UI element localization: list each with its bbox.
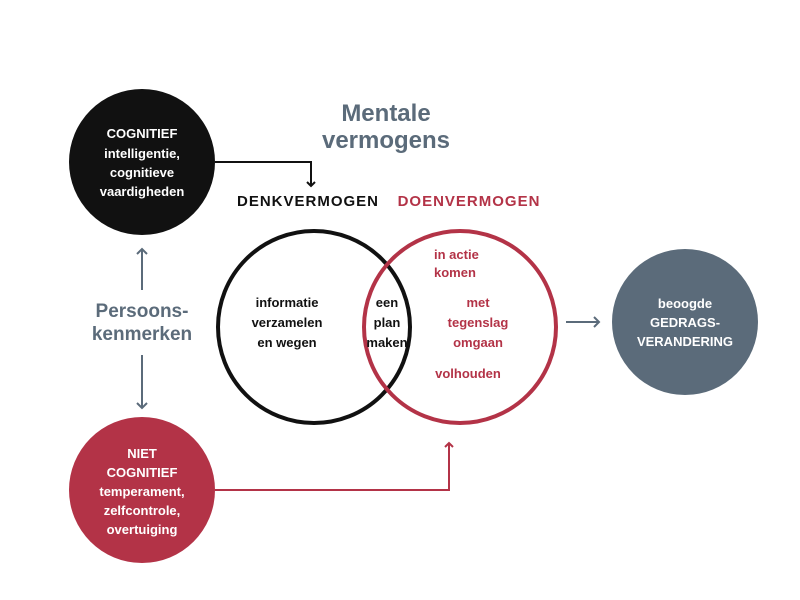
outcome-line3: VERANDERING	[637, 334, 733, 349]
cognitief-line1: intelligentie,	[104, 146, 180, 161]
overlap-line3: maken	[366, 335, 407, 350]
denkvermogen-heading: DENKVERMOGEN	[237, 193, 379, 210]
cognitief-circle	[69, 89, 215, 235]
persoonskenmerken-line1: Persoons-	[96, 301, 189, 322]
denkvermogen-circle	[216, 229, 412, 425]
niet-cognitief-line3: temperament,	[99, 484, 184, 499]
niet-cognitief-line5: overtuiging	[107, 522, 178, 537]
overlap-line1: een	[376, 295, 398, 310]
doenvermogen-item2-line1: met	[466, 295, 490, 310]
cognitief-line2: cognitieve	[110, 165, 174, 180]
outcome-line2: GEDRAGS-	[650, 315, 720, 330]
doenvermogen-heading: DOENVERMOGEN	[398, 193, 541, 210]
arrow-cognitief-to-denkvermogen	[215, 161, 316, 188]
persoonskenmerken-line2: kenmerken	[92, 324, 192, 345]
diagram-title-line1: Mentale	[341, 100, 430, 127]
niet-cognitief-line4: zelfcontrole,	[104, 503, 181, 518]
doenvermogen-item2-line3: omgaan	[453, 335, 503, 350]
doenvermogen-item1-line2: komen	[434, 265, 476, 280]
denkvermogen-line1: informatie	[256, 295, 319, 310]
doenvermogen-item2-line2: tegenslag	[448, 315, 509, 330]
cognitief-line3: vaardigheden	[100, 184, 185, 199]
niet-cognitief-circle	[69, 417, 215, 563]
arrow-niet-cognitief-to-doenvermogen	[215, 441, 454, 491]
diagram-title-line2: vermogens	[322, 127, 450, 154]
doenvermogen-circle	[362, 229, 558, 425]
cognitief-heading: COGNITIEF	[107, 126, 178, 141]
denkvermogen-line2: verzamelen	[252, 315, 323, 330]
niet-cognitief-line1: NIET	[127, 446, 157, 461]
outcome-circle	[612, 249, 758, 395]
doenvermogen-item3: volhouden	[435, 366, 501, 381]
doenvermogen-item1-line1: in actie	[434, 247, 479, 262]
niet-cognitief-line2: COGNITIEF	[107, 465, 178, 480]
outcome-line1: beoogde	[658, 296, 712, 311]
overlap-line2: plan	[374, 315, 401, 330]
denkvermogen-line3: en wegen	[257, 335, 316, 350]
